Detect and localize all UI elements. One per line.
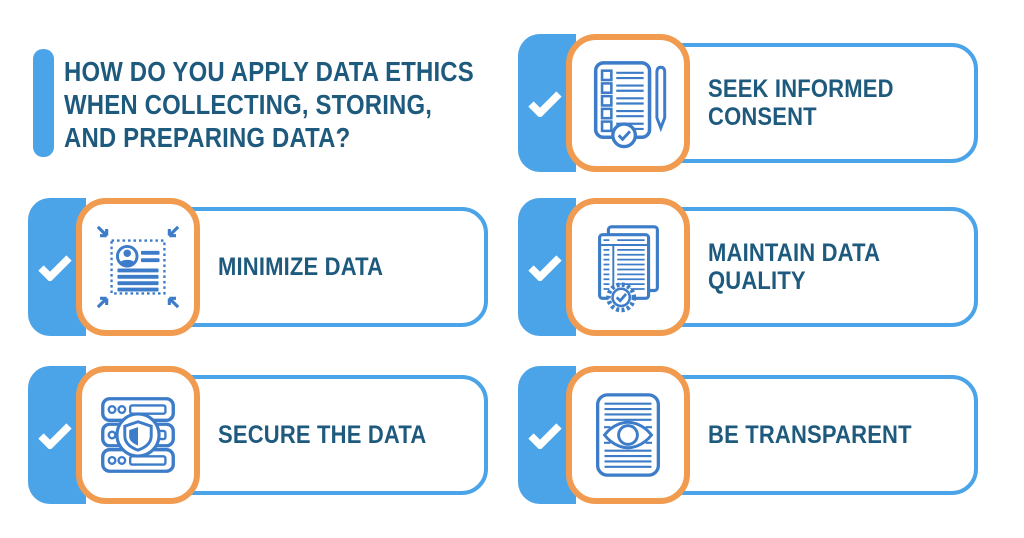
icon-tile (566, 34, 690, 172)
checkmark-icon (528, 255, 562, 281)
card-secure-the-data: SECURE THE DATA (28, 366, 488, 504)
card-seek-informed-consent: SEEK INFORMED CONSENT (518, 34, 978, 172)
icon-tile (76, 198, 200, 336)
page-title-line: WHEN COLLECTING, STORING, (64, 89, 433, 120)
checkmark-icon (528, 423, 562, 449)
card-label: MINIMIZE DATA (218, 253, 384, 281)
title-accent-bar (33, 49, 54, 157)
page-title: HOW DO YOU APPLY DATA ETHICS WHEN COLLEC… (64, 55, 474, 154)
page-title-line: HOW DO YOU APPLY DATA ETHICS (64, 56, 474, 87)
card-minimize-data: MINIMIZE DATA (28, 198, 488, 336)
icon-tile (566, 366, 690, 504)
card-label: MAINTAIN DATA QUALITY (708, 239, 880, 295)
icon-tile (566, 198, 690, 336)
compress-document-icon (96, 225, 180, 309)
certified-documents-icon (598, 225, 659, 313)
card-be-transparent: BE TRANSPARENT (518, 366, 978, 504)
server-shield-icon (101, 397, 175, 473)
card-maintain-data-quality: MAINTAIN DATA QUALITY (518, 198, 978, 336)
document-eye-icon (595, 393, 661, 477)
checkmark-icon (38, 423, 72, 449)
checklist-pencil-icon (593, 61, 667, 149)
page-title-line: AND PREPARING DATA? (64, 122, 351, 153)
card-label: BE TRANSPARENT (708, 421, 912, 449)
icon-tile (76, 366, 200, 504)
checkmark-icon (528, 91, 562, 117)
card-label: SECURE THE DATA (218, 421, 427, 449)
card-label: SEEK INFORMED CONSENT (708, 75, 894, 131)
checkmark-icon (38, 255, 72, 281)
